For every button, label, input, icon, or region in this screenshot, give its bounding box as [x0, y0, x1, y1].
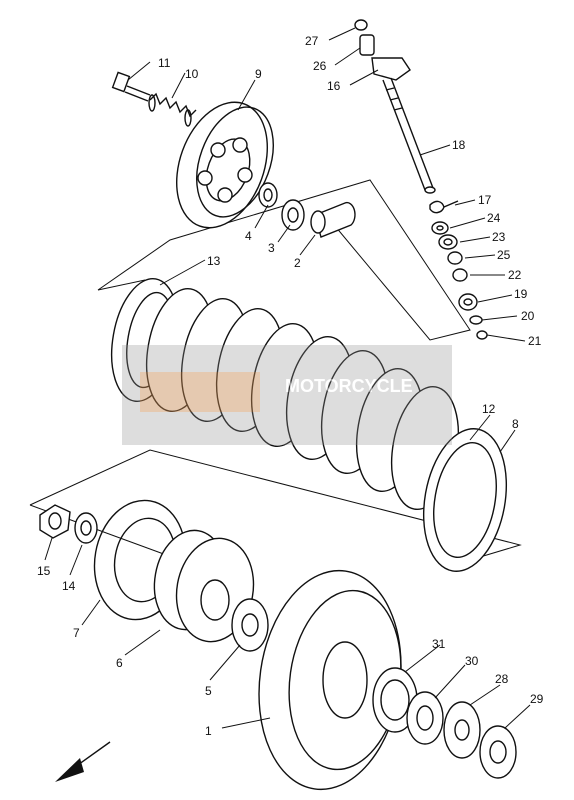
callout-19: 19: [514, 287, 528, 301]
watermark: MOTORCYCLE: [122, 345, 452, 445]
callout-2: 2: [294, 256, 301, 270]
callout-31: 31: [432, 637, 446, 651]
callout-29: 29: [530, 692, 544, 706]
clutch-boss-assembly: [39, 499, 517, 791]
callout-6: 6: [116, 656, 123, 670]
callout-leaders: [44, 27, 531, 729]
callout-3: 3: [268, 241, 275, 255]
callout-28: 28: [495, 672, 509, 686]
pressure-plate-assembly: [111, 71, 274, 229]
callout-12: 12: [482, 402, 496, 416]
callout-7: 7: [73, 626, 80, 640]
clutch-plate-stack: [110, 277, 508, 572]
small-shaft-parts: [429, 200, 488, 340]
push-rod-parts: [258, 182, 356, 238]
callout-8: 8: [512, 417, 519, 431]
callout-30: 30: [465, 654, 479, 668]
callout-labels: 1 2 3 4 5 6 7 8 9 10 11 12 13 14 15 16 1…: [37, 34, 544, 738]
callout-27: 27: [305, 34, 319, 48]
callout-13: 13: [207, 254, 221, 268]
push-lever-shaft: [354, 19, 436, 194]
callout-24: 24: [487, 211, 501, 225]
callout-16: 16: [327, 79, 341, 93]
watermark-text: MOTORCYCLE: [285, 376, 413, 396]
callout-1: 1: [205, 724, 212, 738]
callout-4: 4: [245, 229, 252, 243]
callout-17: 17: [478, 193, 492, 207]
callout-20: 20: [521, 309, 535, 323]
arrow-icon: [55, 741, 111, 782]
callout-22: 22: [508, 268, 522, 282]
callout-18: 18: [452, 138, 466, 152]
callout-23: 23: [492, 230, 506, 244]
callout-9: 9: [255, 67, 262, 81]
callout-25: 25: [497, 248, 511, 262]
callout-10: 10: [185, 67, 199, 81]
callout-11: 11: [158, 56, 171, 70]
callout-5: 5: [205, 684, 212, 698]
callout-21: 21: [528, 334, 542, 348]
callout-15: 15: [37, 564, 51, 578]
callout-14: 14: [62, 579, 76, 593]
callout-26: 26: [313, 59, 327, 73]
